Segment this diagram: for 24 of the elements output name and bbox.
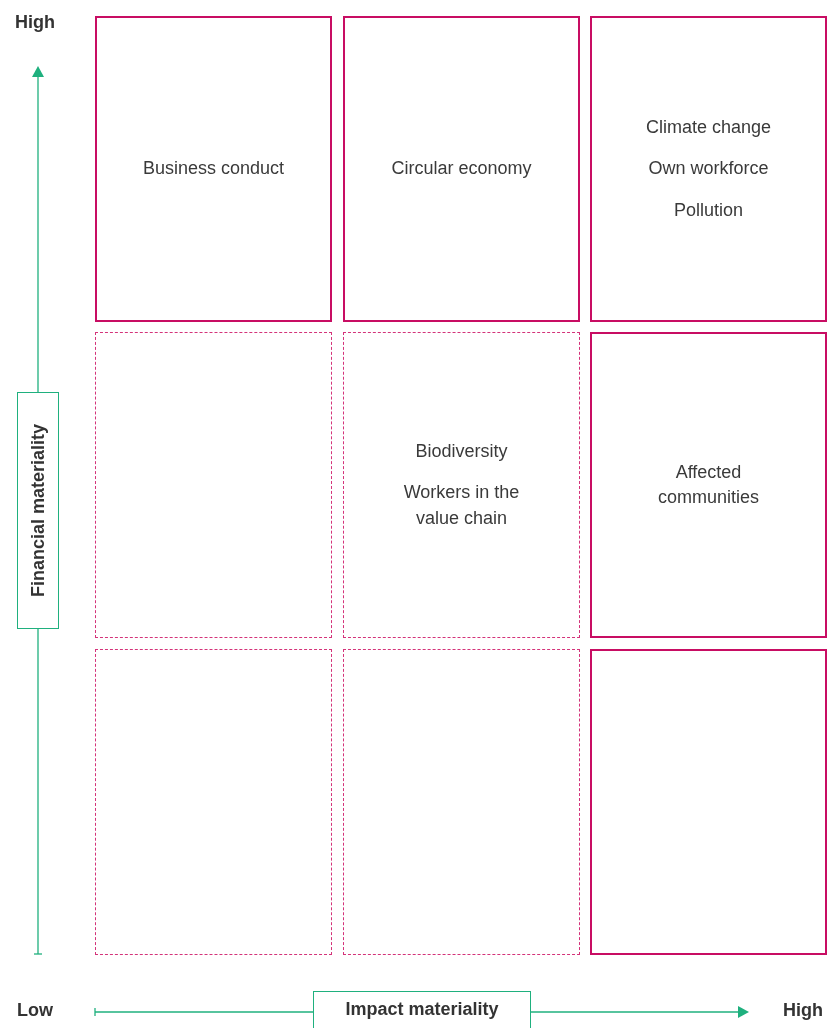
topic-text: Circular economy [391, 157, 532, 181]
empty-matrix-cell [343, 649, 580, 955]
topic-text: Own workforce [648, 157, 769, 181]
topic-text: Pollution [673, 198, 743, 222]
axis-title: Financial materiality [27, 423, 49, 598]
matrix-cell [95, 16, 332, 322]
axis-title-box [313, 991, 531, 1028]
topic-text: Affected communities [657, 460, 760, 509]
topic-text: Biodiversity [415, 440, 508, 464]
matrix-cell [343, 16, 580, 322]
matrix-cell [590, 16, 827, 322]
axis-start-label: Low [17, 1000, 53, 1021]
axis-title: Impact materiality [345, 998, 499, 1020]
axis-end-label: High [783, 1000, 823, 1021]
empty-matrix-cell [95, 332, 332, 638]
topic-text: Business conduct [142, 157, 285, 181]
empty-matrix-cell [95, 649, 332, 955]
axis-title-box [17, 392, 59, 629]
matrix-cell [590, 332, 827, 638]
empty-matrix-cell [590, 649, 827, 955]
axis-end-label: High [15, 12, 55, 33]
topic-text: Climate change [645, 116, 772, 140]
matrix-cell [343, 332, 580, 638]
topic-text: Workers in the value chain [402, 481, 521, 530]
